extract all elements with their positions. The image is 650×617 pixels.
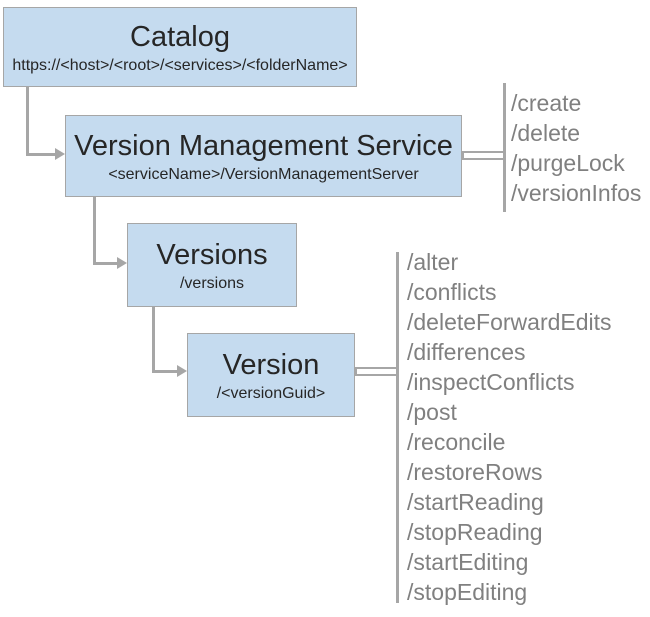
version-box: Version /<versionGuid> (187, 333, 355, 417)
connector-version-to-endpoints (355, 367, 399, 376)
endpoint-item: /differences (407, 339, 526, 365)
arrowhead-icon (55, 148, 65, 160)
version-endpoints-bracket-line (396, 252, 399, 603)
endpoint-item: /deleteForwardEdits (407, 309, 612, 335)
connector-service-to-versions-horizontal (93, 262, 117, 265)
arrowhead-icon (117, 257, 127, 269)
endpoint-item: /stopReading (407, 519, 543, 545)
version-path: /<versionGuid> (216, 384, 326, 402)
endpoint-item: /versionInfos (511, 180, 642, 206)
connector-versions-to-version-horizontal (152, 370, 177, 373)
service-endpoints-bracket-line (503, 83, 506, 212)
endpoint-item: /post (407, 399, 457, 425)
version-endpoint-list: /alter /conflicts /deleteForwardEdits /d… (407, 247, 612, 607)
endpoint-item: /purgeLock (511, 150, 625, 176)
arrowhead-icon (177, 365, 187, 377)
versions-title: Versions (156, 238, 268, 271)
version-management-service-box: Version Management Service <serviceName>… (65, 115, 462, 197)
version-title: Version (222, 348, 320, 381)
catalog-title: Catalog (130, 20, 230, 53)
endpoint-item: /stopEditing (407, 579, 528, 605)
endpoint-item: /inspectConflicts (407, 369, 575, 395)
versions-path: /versions (179, 274, 245, 292)
endpoint-item: /restoreRows (407, 459, 543, 485)
endpoint-item: /create (511, 90, 582, 116)
catalog-url-template: https://<host>/<root>/<services>/<folder… (12, 56, 348, 74)
version-management-service-title: Version Management Service (74, 129, 453, 162)
connector-versions-to-version-vertical (152, 307, 155, 373)
endpoint-item: /alter (407, 249, 459, 275)
version-management-service-path: <serviceName>/VersionManagementServer (108, 165, 419, 183)
connector-catalog-to-service-vertical (26, 87, 29, 155)
endpoint-item: /delete (511, 120, 581, 146)
endpoint-item: /reconcile (407, 429, 506, 455)
connector-service-to-versions-vertical (93, 197, 96, 265)
endpoint-item: /startEditing (407, 549, 529, 575)
endpoint-item: /startReading (407, 489, 544, 515)
catalog-box: Catalog https://<host>/<root>/<services>… (3, 7, 357, 87)
endpoint-item: /conflicts (407, 279, 497, 305)
service-endpoint-list: /create /delete /purgeLock /versionInfos (511, 88, 641, 208)
connector-service-to-endpoints (462, 151, 506, 160)
versions-box: Versions /versions (127, 223, 297, 307)
connector-catalog-to-service-horizontal (26, 153, 55, 156)
